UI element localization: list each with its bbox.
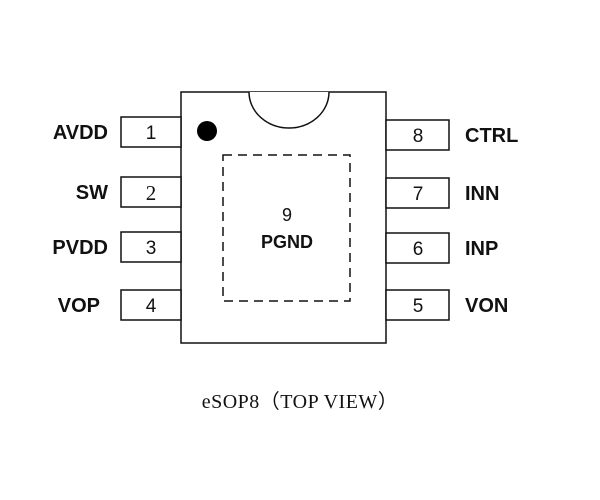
pin-6-label: INP: [465, 238, 498, 260]
pin-6-lead: [385, 232, 450, 264]
pin-4-lead: [120, 289, 182, 321]
pin-1: 1 AVDD: [53, 116, 182, 148]
pin-5-label: VON: [465, 295, 508, 317]
pin-8: 8 CTRL: [385, 119, 518, 151]
pin-4-number: 4: [146, 296, 157, 317]
pin-3: 3 PVDD: [52, 231, 182, 263]
pin-4-label: VOP: [58, 295, 100, 317]
package-caption: eSOP8（TOP VIEW）: [201, 391, 399, 413]
pin-2-label: SW: [76, 182, 108, 204]
pin-1-label: AVDD: [53, 122, 108, 144]
pin-8-lead: [385, 119, 450, 151]
pin-4: 4 VOP: [58, 289, 182, 321]
pin-3-lead: [120, 231, 182, 263]
pin-1-lead: [120, 116, 182, 148]
pin-5: 5 VON: [385, 289, 508, 321]
pin-2-number: 2: [146, 181, 157, 205]
pin-3-label: PVDD: [52, 237, 108, 259]
exposed-pad-name: PGND: [261, 232, 313, 252]
exposed-pad-outline: [222, 154, 351, 302]
pin-6: 6 INP: [385, 232, 498, 264]
pin-6-number: 6: [413, 239, 424, 260]
pin-7-lead: [385, 177, 450, 209]
pin-7-label: INN: [465, 183, 499, 205]
pin-8-number: 8: [413, 126, 424, 147]
pin-5-lead: [385, 289, 450, 321]
pin-2-lead: [120, 176, 182, 208]
pin-7-number: 7: [413, 184, 424, 205]
exposed-pad-number: 9: [282, 205, 292, 225]
pin-1-number: 1: [146, 123, 157, 144]
pin-3-number: 3: [146, 238, 157, 259]
pin-7: 7 INN: [385, 177, 499, 209]
pin1-marker-dot: [197, 121, 217, 141]
pin-5-number: 5: [413, 296, 424, 317]
pin-2: 2 SW: [76, 176, 182, 208]
orientation-notch: [248, 91, 330, 129]
pin-8-label: CTRL: [465, 125, 518, 147]
